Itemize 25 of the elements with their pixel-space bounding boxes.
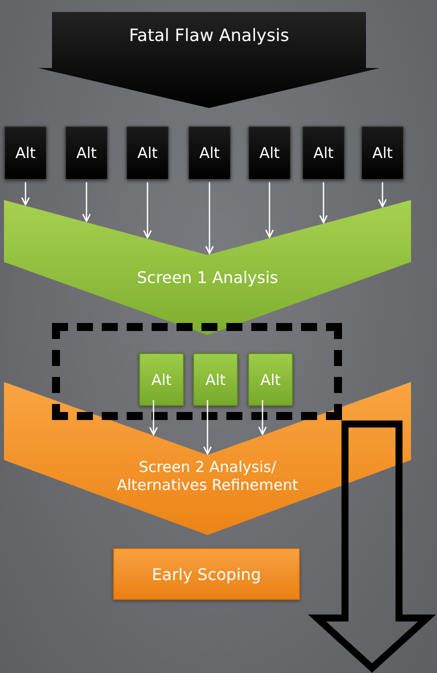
alternative-box: Alt: [193, 353, 238, 406]
arrow: [143, 182, 152, 238]
stage-label: Screen 2 Analysis/ Alternatives Refinement: [116, 458, 300, 494]
arrow: [205, 182, 214, 254]
arrow: [319, 182, 328, 224]
alternative-box: Alt: [248, 353, 293, 406]
alternative-box: Alt: [188, 126, 231, 180]
block-arrow: [308, 420, 436, 673]
arrow: [265, 182, 274, 238]
alternative-box: Alt: [139, 353, 184, 406]
stage-label: Screen 1 Analysis: [136, 268, 280, 288]
arrow: [21, 182, 30, 206]
arrow: [149, 400, 158, 436]
alternative-box: Alt: [4, 126, 47, 180]
arrow: [203, 400, 212, 455]
alternative-box: Alt: [302, 126, 345, 180]
heading-text: Fatal Flaw Analysis: [128, 26, 290, 46]
arrow: [378, 182, 387, 208]
arrow: [82, 182, 91, 222]
stage-box: Early Scoping: [113, 548, 300, 600]
alternative-box: Alt: [65, 126, 108, 180]
alternative-box: Alt: [361, 126, 404, 180]
arrow: [258, 400, 267, 435]
alternative-box: Alt: [126, 126, 169, 180]
alternative-box: Alt: [248, 126, 291, 180]
